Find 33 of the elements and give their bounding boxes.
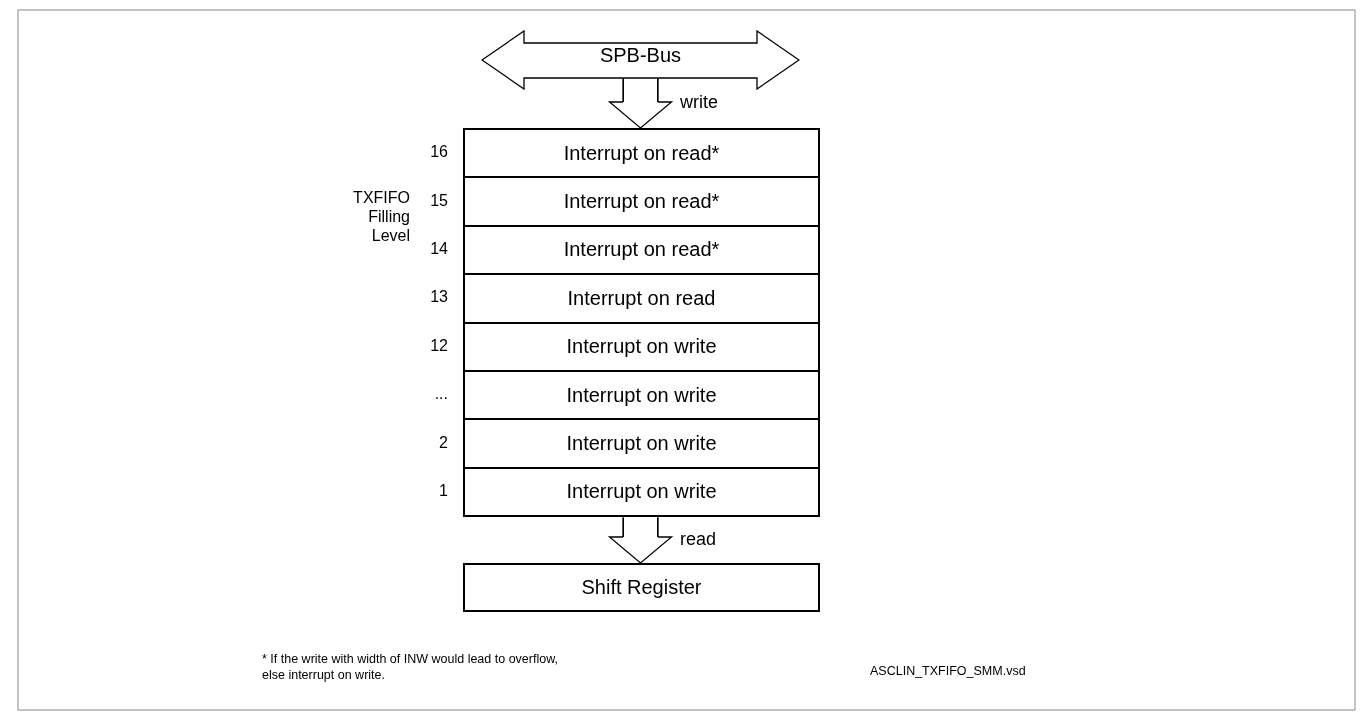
fifo-entry	[463, 273, 820, 324]
axis-caption: TXFIFO Filling Level	[352, 188, 410, 246]
fill-level-number: 12	[429, 336, 448, 355]
fifo-entry	[463, 176, 820, 227]
footnote: * If the write with width of INW would lead to overflow, else interrupt on write.	[262, 652, 559, 684]
node-text: Interrupt on read*	[563, 141, 720, 165]
node-text: Interrupt on read	[567, 286, 716, 310]
fifo-entry	[463, 128, 820, 179]
node-text: Shift Register	[581, 576, 702, 599]
edge-label: read	[680, 529, 717, 551]
node-text: Interrupt on write	[566, 432, 717, 456]
node-text: Interrupt on write	[566, 480, 717, 504]
fifo-entry	[463, 418, 820, 469]
register-box	[463, 563, 820, 612]
node-text: Interrupt on read*	[563, 190, 720, 214]
file-name: ASCLIN_TXFIFO_SMM.vsd	[870, 664, 1027, 678]
fill-level-number: 1	[438, 482, 448, 500]
fill-level-number: 14	[429, 240, 448, 258]
fill-level-number: 16	[429, 143, 448, 162]
edge-label: write	[680, 92, 718, 113]
node-text: Interrupt on write	[566, 383, 717, 407]
fifo-entry	[463, 370, 820, 421]
fill-level-number: 15	[429, 191, 448, 210]
node-text: Interrupt on write	[566, 335, 717, 359]
fifo-entry	[463, 224, 820, 276]
node-text: SPB-Bus	[599, 44, 682, 67]
fill-level-number: 13	[429, 288, 448, 307]
fill-level-number: 2	[438, 433, 448, 452]
fill-level-number: ...	[433, 385, 448, 404]
node-text: Interrupt on read*	[563, 238, 720, 262]
double-block-arrow	[481, 30, 800, 90]
fifo-entry	[463, 466, 820, 518]
fifo-entry	[463, 321, 820, 372]
